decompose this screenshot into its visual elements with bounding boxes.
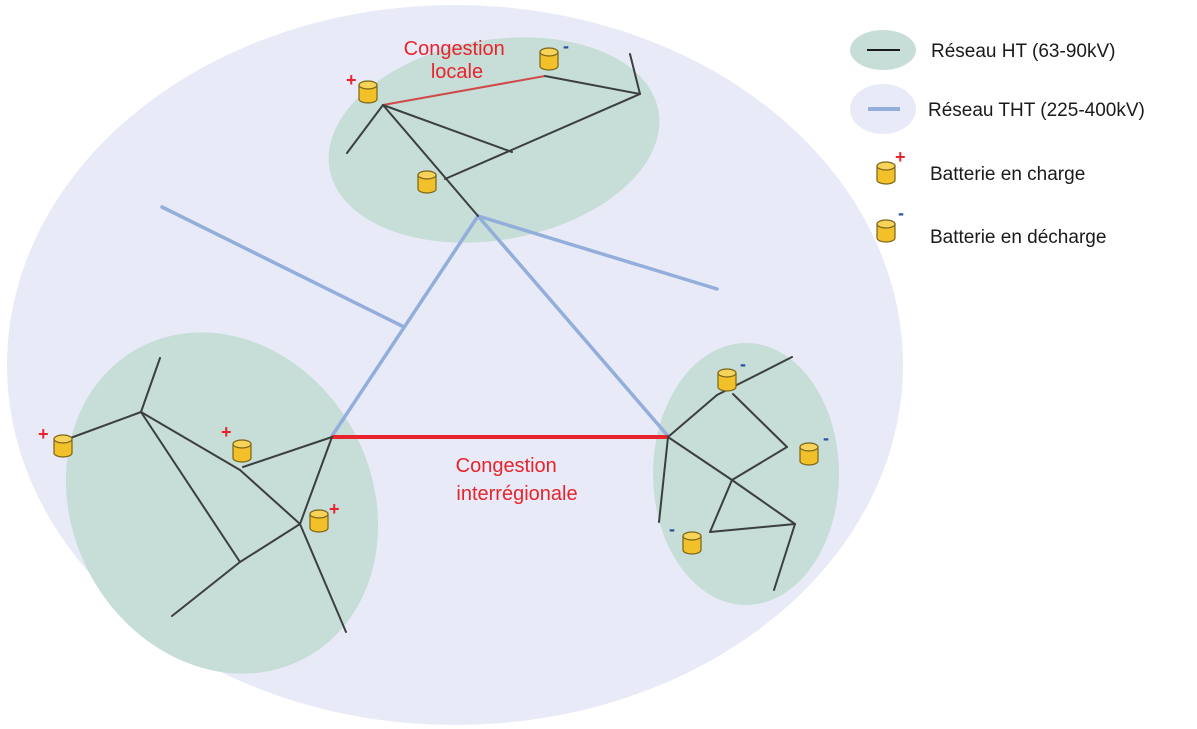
tht-line-north-east bbox=[476, 214, 670, 438]
legend-item-ht: Réseau HT (63-90kV) bbox=[850, 30, 1115, 70]
legend-label-ht: Réseau HT (63-90kV) bbox=[931, 41, 1115, 62]
battery-icon bbox=[682, 531, 702, 555]
legend-label-decharge: Batterie en décharge bbox=[930, 227, 1106, 248]
charge-sign: + bbox=[221, 422, 232, 442]
battery-east-right: - bbox=[799, 428, 829, 466]
discharge-sign: - bbox=[898, 203, 904, 223]
congestion-local-line bbox=[382, 75, 546, 106]
battery-icon bbox=[717, 368, 737, 392]
battery-north-center bbox=[417, 170, 437, 194]
battery-icon bbox=[417, 170, 437, 194]
battery-west-right: + bbox=[309, 499, 340, 533]
tht-line-branch-west bbox=[160, 205, 404, 328]
battery-north-right: - bbox=[539, 36, 569, 71]
discharge-sign: - bbox=[669, 519, 675, 539]
charge-sign: + bbox=[38, 424, 49, 444]
legend-label-charge: Batterie en charge bbox=[930, 164, 1085, 185]
battery-icon bbox=[539, 47, 559, 71]
charge-sign: + bbox=[895, 147, 906, 167]
battery-icon bbox=[53, 434, 73, 458]
congestion-interregional-label: Congestion interrégionale bbox=[456, 455, 578, 505]
discharge-sign: - bbox=[823, 428, 829, 448]
legend-item-tht: Réseau THT (225-400kV) bbox=[850, 84, 1145, 134]
legend-item-charge: + Batterie en charge bbox=[876, 147, 1085, 185]
discharge-sign: - bbox=[563, 36, 569, 56]
discharge-sign: - bbox=[740, 354, 746, 374]
battery-icon bbox=[876, 161, 896, 185]
tht-lines bbox=[160, 205, 719, 438]
tht-line-north-west bbox=[330, 214, 480, 438]
battery-icon bbox=[358, 80, 378, 104]
battery-west-left: + bbox=[38, 424, 73, 458]
battery-icon bbox=[309, 509, 329, 533]
battery-icon bbox=[232, 439, 252, 463]
ht-area-east bbox=[653, 343, 839, 605]
legend: Réseau HT (63-90kV) Réseau THT (225-400k… bbox=[850, 30, 1145, 248]
legend-item-decharge: - Batterie en décharge bbox=[876, 203, 1106, 248]
ht-lines-west bbox=[64, 357, 347, 633]
battery-icon bbox=[799, 442, 819, 466]
battery-east-bottom: - bbox=[669, 519, 702, 555]
battery-icon bbox=[876, 219, 896, 243]
charge-sign: + bbox=[346, 70, 357, 90]
battery-west-center: + bbox=[221, 422, 252, 463]
ht-lines-north bbox=[346, 53, 641, 217]
congestion-local-label: Congestion locale bbox=[404, 38, 511, 83]
legend-label-tht: Réseau THT (225-400kV) bbox=[928, 100, 1145, 121]
ht-area-north bbox=[328, 37, 660, 243]
charge-sign: + bbox=[329, 499, 340, 519]
ht-lines-east bbox=[658, 356, 796, 591]
battery-east-top: - bbox=[717, 354, 746, 392]
battery-north-left: + bbox=[346, 70, 378, 104]
tht-line-north-branch bbox=[476, 214, 719, 291]
